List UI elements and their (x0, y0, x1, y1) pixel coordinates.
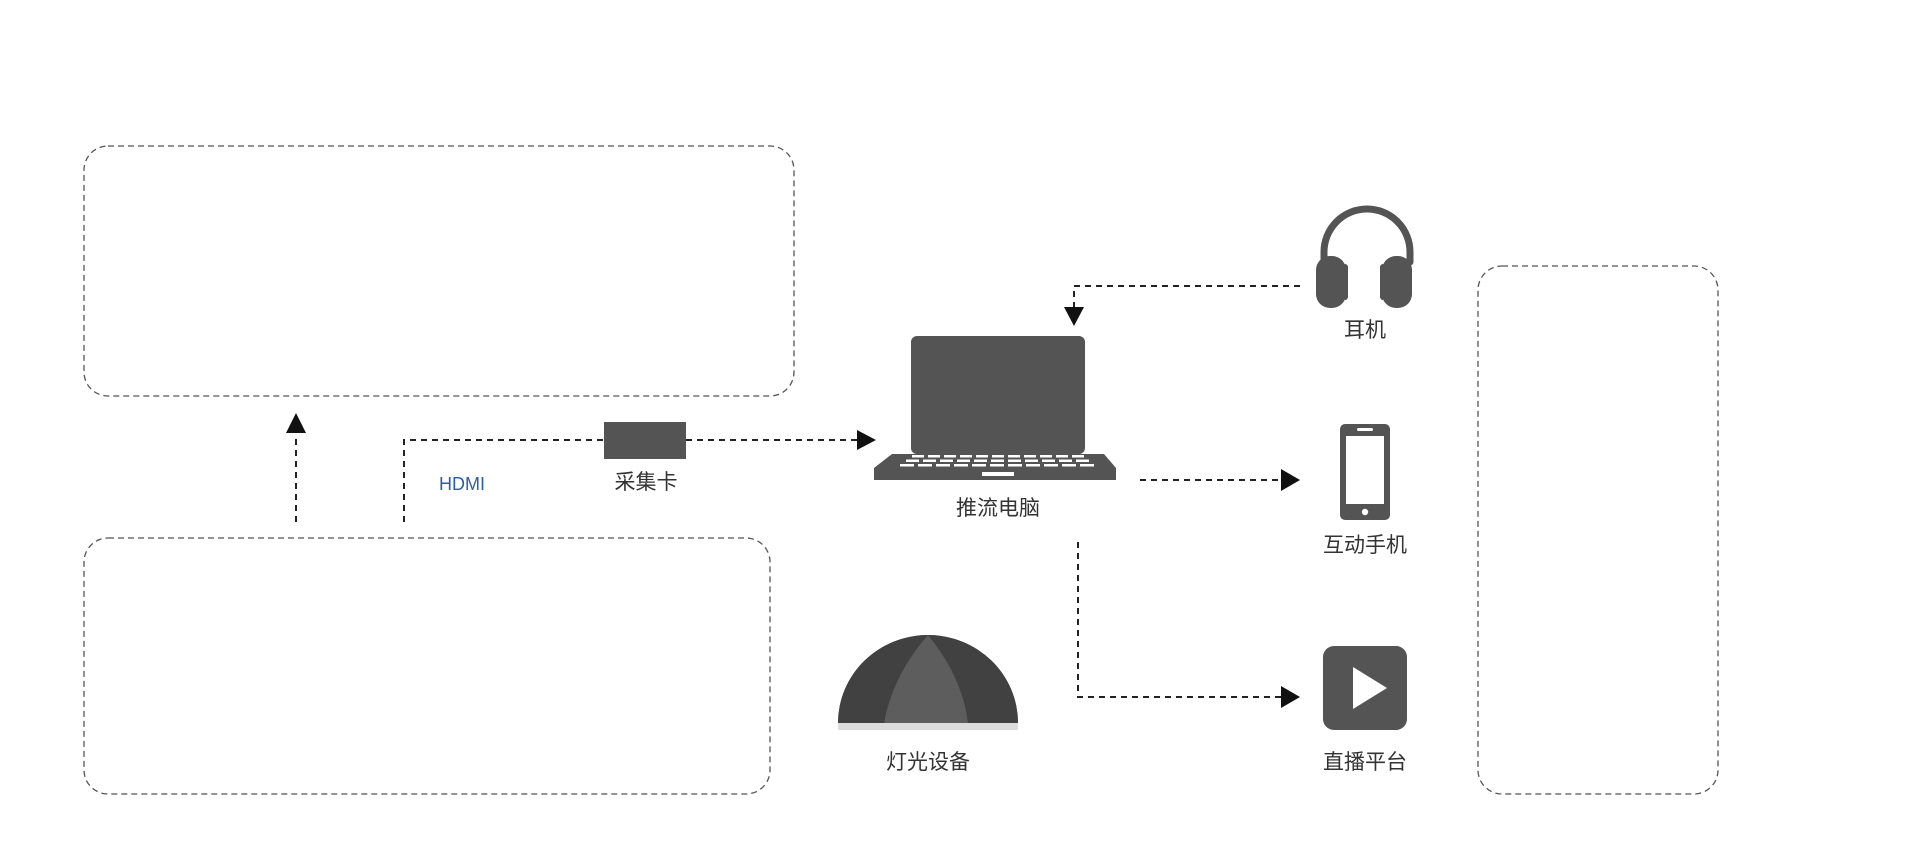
phone-label: 互动手机 (1323, 533, 1407, 557)
hdmi-label: HDMI (439, 474, 485, 494)
connector-up (286, 413, 306, 522)
headphones-label: 耳机 (1344, 318, 1386, 342)
laptop-icon (874, 336, 1116, 480)
phone-icon (1340, 424, 1390, 520)
play-icon (1323, 646, 1407, 730)
connector-headphones (1064, 285, 1300, 326)
connector-platform (1077, 542, 1300, 708)
headphones-icon (1316, 205, 1414, 308)
group-box-right (1477, 265, 1719, 795)
streaming-pc-label: 推流电脑 (956, 496, 1040, 520)
connector-hdmi (403, 430, 876, 522)
lamp-icon (838, 635, 1018, 730)
capture-card-icon (604, 422, 686, 459)
group-box-bottom-left (83, 537, 771, 795)
capture-card-label: 采集卡 (614, 470, 678, 494)
lighting-label: 灯光设备 (886, 750, 970, 774)
connector-phone (1140, 469, 1300, 491)
platform-label: 直播平台 (1323, 750, 1407, 774)
group-box-top-left (83, 145, 795, 397)
